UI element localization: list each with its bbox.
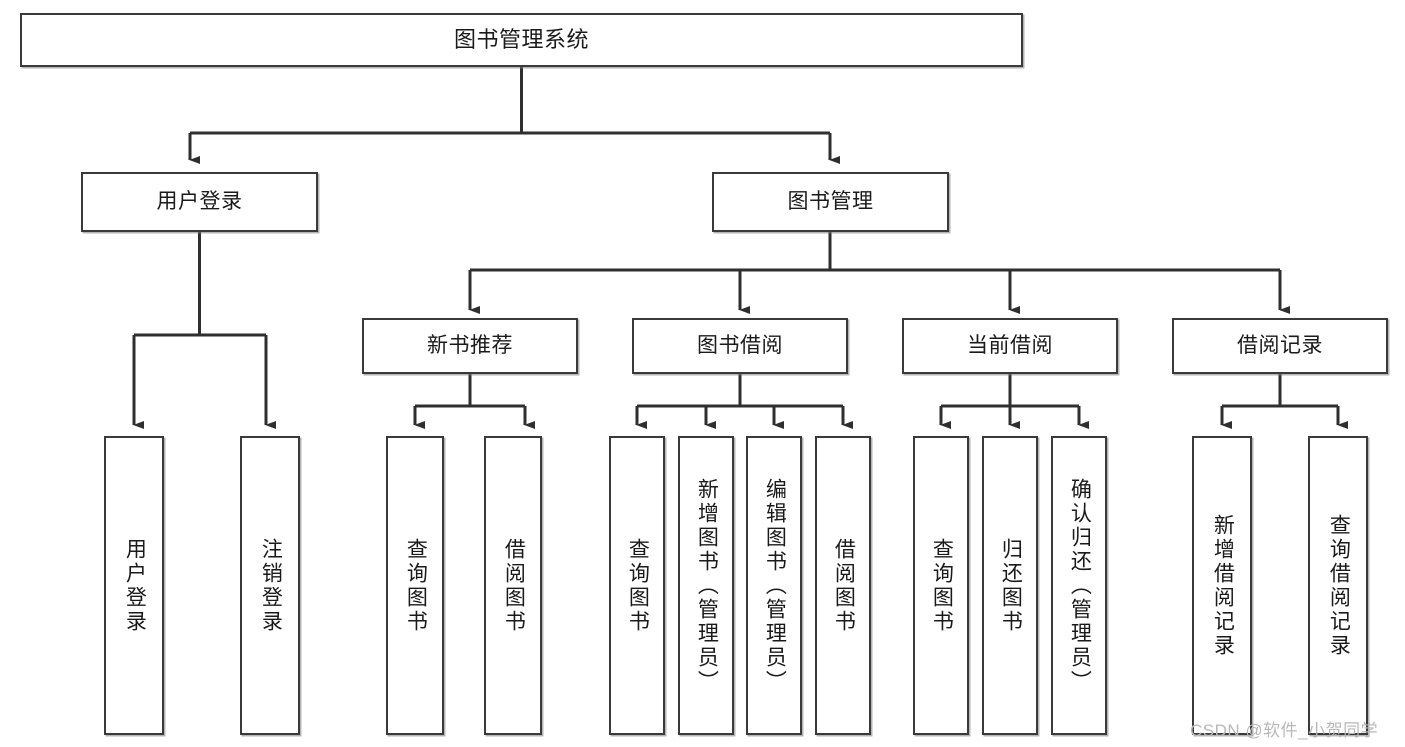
leaf-query-borrow-record[interactable]: 查询借阅记录 — [1308, 436, 1368, 735]
node-label: 查询图书 — [404, 537, 428, 634]
node-borrow-record[interactable]: 借阅记录 — [1172, 318, 1388, 374]
node-label: 查询借阅记录 — [1327, 513, 1351, 658]
leaf-borrow-book-recommend[interactable]: 借阅图书 — [484, 436, 542, 735]
leaf-query-book-borrow[interactable]: 查询图书 — [609, 436, 665, 735]
node-user-login[interactable]: 用户登录 — [81, 172, 318, 232]
leaf-user-login[interactable]: 用户登录 — [104, 436, 164, 735]
node-label: 新增图书（管理员） — [695, 477, 719, 694]
node-label: 借阅图书 — [832, 537, 856, 634]
leaf-return-book[interactable]: 归还图书 — [982, 436, 1038, 735]
leaf-logout[interactable]: 注销登录 — [240, 436, 300, 735]
node-label: 新书推荐 — [427, 333, 513, 357]
node-label: 查询图书 — [626, 537, 650, 634]
node-book-management[interactable]: 图书管理 — [712, 172, 949, 232]
node-label: 新增借阅记录 — [1211, 513, 1235, 658]
node-label: 注销登录 — [259, 537, 283, 634]
node-book-borrow[interactable]: 图书借阅 — [632, 318, 848, 374]
node-root-book-management-system[interactable]: 图书管理系统 — [20, 13, 1023, 67]
node-label: 查询图书 — [930, 537, 954, 634]
node-current-borrow[interactable]: 当前借阅 — [902, 318, 1118, 374]
node-label: 图书管理系统 — [453, 27, 589, 53]
node-label: 图书管理 — [787, 189, 874, 213]
node-label: 图书借阅 — [697, 333, 783, 357]
node-label: 用户登录 — [123, 537, 147, 634]
leaf-add-book-admin[interactable]: 新增图书（管理员） — [678, 436, 734, 735]
leaf-query-book-current[interactable]: 查询图书 — [913, 436, 969, 735]
leaf-confirm-return-admin[interactable]: 确认归还（管理员） — [1051, 436, 1107, 735]
node-label: 借阅图书 — [502, 537, 526, 634]
node-label: 编辑图书（管理员） — [763, 477, 787, 694]
leaf-add-borrow-record[interactable]: 新增借阅记录 — [1192, 436, 1252, 735]
node-label: 确认归还（管理员） — [1068, 477, 1092, 694]
node-label: 当前借阅 — [967, 333, 1053, 357]
node-new-book-recommend[interactable]: 新书推荐 — [362, 318, 578, 374]
node-label: 用户登录 — [156, 189, 243, 213]
leaf-borrow-book[interactable]: 借阅图书 — [815, 436, 871, 735]
leaf-edit-book-admin[interactable]: 编辑图书（管理员） — [746, 436, 802, 735]
node-label: 借阅记录 — [1237, 333, 1323, 357]
leaf-query-book-recommend[interactable]: 查询图书 — [386, 436, 444, 735]
node-label: 归还图书 — [999, 537, 1023, 634]
